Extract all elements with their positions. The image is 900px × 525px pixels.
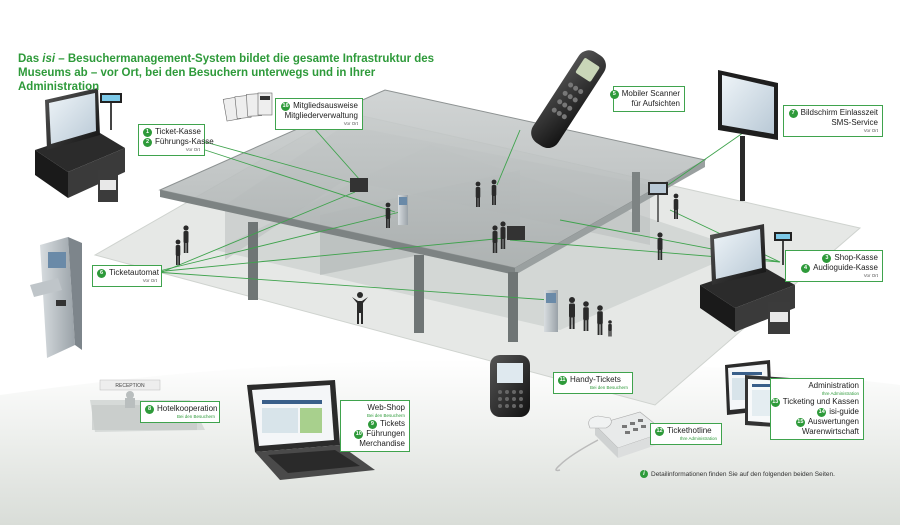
column	[414, 255, 424, 333]
number-badge: 10	[354, 429, 364, 439]
callout-sublabel: Vor Ort	[185, 147, 200, 152]
callout-label: Tickethotline	[667, 426, 712, 435]
callout-label: Führungen	[366, 429, 405, 438]
wall-display	[718, 70, 778, 201]
ticket-machine	[30, 237, 82, 358]
number-badge: 13	[770, 397, 780, 407]
callout-label: Bildschirm Einlasszeit	[800, 108, 878, 117]
laptop	[247, 380, 375, 480]
callout-label: Audioguide-Kasse	[813, 263, 878, 272]
callout-sublabel: Bei den Besuchern	[589, 385, 628, 390]
callout-label: Tickets	[379, 419, 405, 428]
headline-brand: isi	[42, 53, 56, 65]
number-badge: 12	[655, 426, 664, 436]
callout-label: Mitgliederverwaltung	[284, 111, 358, 120]
callout-sublabel: Ihre Administration	[679, 436, 717, 441]
number-badge: 1	[143, 127, 152, 137]
number-badge: 15	[795, 417, 805, 427]
callout-label: Handy-Tickets	[570, 375, 621, 384]
callout-label: Warenwirtschaft	[801, 427, 859, 436]
number-badge: 2	[143, 137, 152, 147]
column	[632, 172, 640, 232]
reception-sign: RECEPTION	[115, 383, 145, 389]
callout-label: Auswertungen	[807, 417, 859, 426]
number-badge: 9	[367, 419, 377, 429]
callout-label: Administration	[808, 381, 859, 390]
callout-label: Ticket-Kasse	[155, 127, 201, 136]
inner-register	[350, 178, 525, 240]
headline-text: – Besuchermanagement-System bildet die g…	[18, 53, 435, 93]
member-cards	[222, 92, 273, 122]
callout-sublabel: Vor Ort	[863, 273, 878, 278]
number-badge: 5	[609, 89, 619, 99]
connection-lines	[154, 117, 781, 301]
column	[248, 222, 258, 300]
callout-label: isi-guide	[829, 407, 859, 416]
info-icon: i	[640, 470, 648, 478]
footnote-text: Detailinformationen finden Sie auf den f…	[651, 470, 835, 478]
callout-label: Mitgliedsausweise	[293, 101, 358, 110]
callout-label: Web-Shop	[367, 403, 405, 412]
callout-sublabel: Vor Ort	[863, 128, 878, 133]
callout-label: Merchandise	[359, 439, 405, 448]
callout-label: Ticketing und Kassen	[782, 397, 859, 406]
number-badge: 16	[281, 101, 291, 111]
callout-label: Mobiler Scanner	[621, 89, 680, 98]
callout-label: Hotelkooperation	[157, 404, 218, 413]
callout-sublabel: Vor Ort	[142, 278, 157, 283]
number-badge: 3	[822, 253, 832, 263]
mobile-scanner	[531, 50, 606, 149]
callout-sublabel: Vor Ort	[343, 121, 358, 126]
roof-edge	[160, 190, 515, 275]
headline: Das isi – Besuchermanagement-System bild…	[18, 52, 458, 94]
column	[508, 272, 518, 342]
callout-label: SMS-Service	[831, 118, 878, 127]
callout-sublabel: Bei den Besuchern	[366, 413, 405, 418]
callout-label: für Aufsichten	[631, 99, 680, 108]
callout-sublabel: Ihre Administration	[821, 391, 859, 396]
smartphone	[490, 355, 530, 417]
visitors	[175, 179, 679, 337]
inner-sign	[648, 182, 668, 222]
number-badge: 14	[817, 407, 827, 417]
number-badge: 4	[801, 263, 811, 273]
number-badge: 7	[788, 108, 798, 118]
footnote: i Detailinformationen finden Sie auf den…	[640, 470, 835, 478]
callout-label: Führungs-Kasse	[155, 137, 214, 146]
number-badge: 6	[97, 268, 106, 278]
kiosk-inner	[398, 195, 408, 225]
kiosk-front	[544, 290, 558, 332]
number-badge: 8	[145, 404, 154, 414]
callout-label: Ticketautomat	[109, 268, 159, 277]
callout-label: Shop-Kasse	[834, 253, 878, 262]
number-badge: 11	[558, 375, 567, 385]
desk-telephone	[555, 411, 666, 472]
headline-prefix: Das	[18, 53, 43, 65]
callout-sublabel: Bei den Besuchern	[176, 414, 215, 419]
pos-register-right	[700, 224, 795, 334]
pos-register-left	[35, 88, 125, 202]
bottom-backdrop	[0, 359, 900, 525]
